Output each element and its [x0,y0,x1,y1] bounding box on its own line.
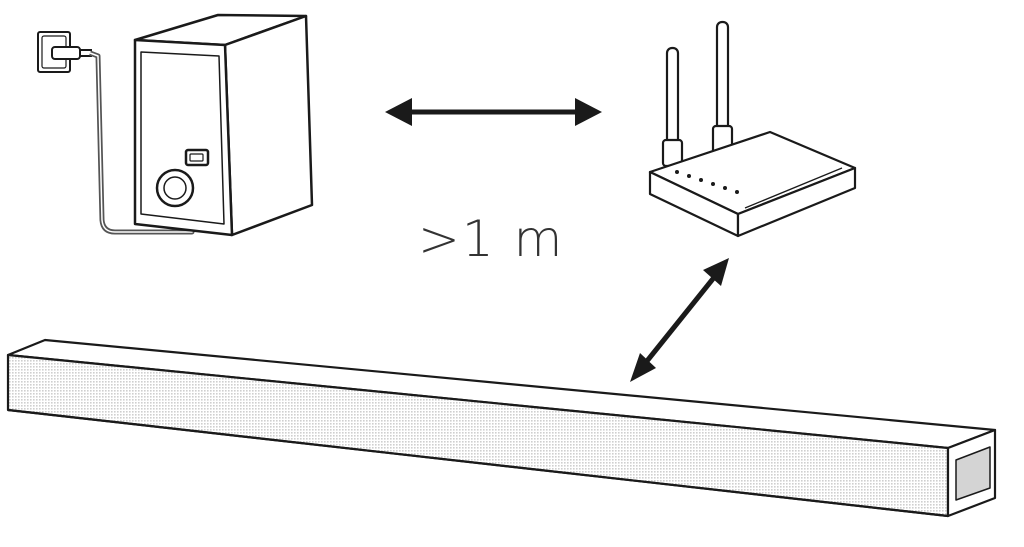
soundbar-icon [6,338,997,518]
wall-outlet-icon [37,31,92,73]
router-indicator-lights [675,170,739,194]
distance-label: >1 m [418,210,565,268]
distance-arrow-diagonal [630,258,729,382]
distance-arrow-horizontal [385,98,602,126]
wifi-router-icon [648,20,857,238]
subwoofer-icon [133,13,314,237]
